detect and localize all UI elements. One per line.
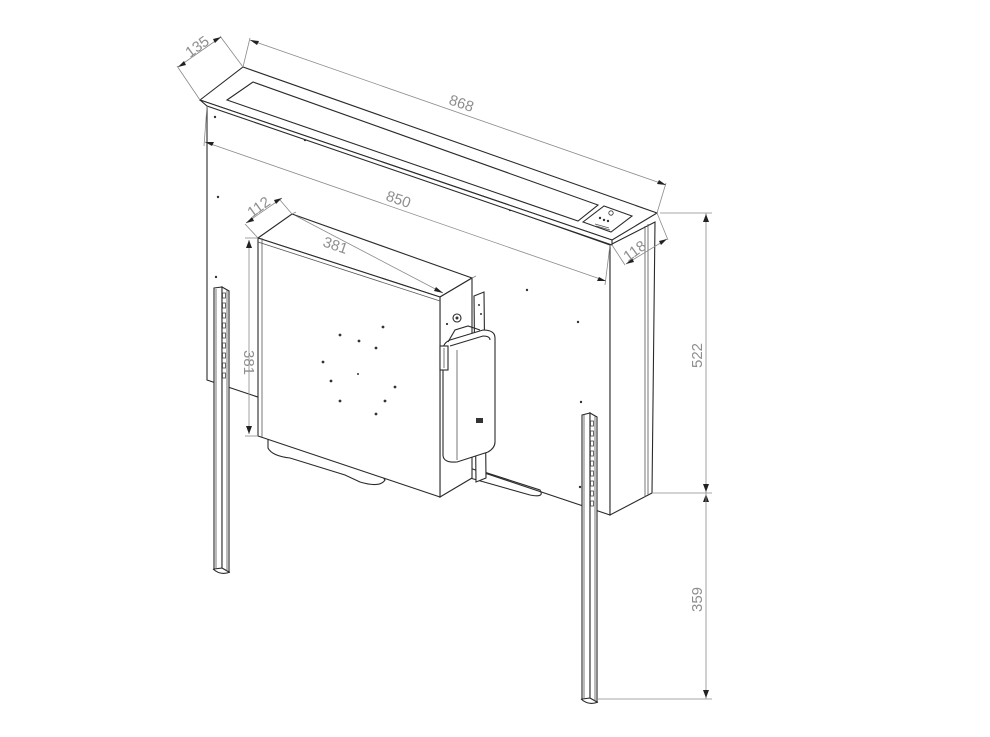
dim-rail-extension: 359 <box>598 493 712 700</box>
top-panel <box>198 66 659 246</box>
dimensions: 135 868 850 112 <box>176 33 712 700</box>
svg-text:522: 522 <box>689 343 706 368</box>
svg-text:868: 868 <box>447 92 476 116</box>
svg-text:381: 381 <box>240 350 257 375</box>
left-rail <box>212 286 231 575</box>
left-rail-slots <box>222 292 226 379</box>
power-button-icon <box>608 210 614 216</box>
dim-body-height: 522 <box>652 212 712 502</box>
mounting-hole-pattern <box>321 325 397 416</box>
controller-box <box>439 291 496 483</box>
control-panel <box>581 205 634 233</box>
right-rail-slots <box>590 420 594 507</box>
dim-box-height: 381 <box>240 237 258 437</box>
svg-text:135: 135 <box>182 33 212 61</box>
right-rail <box>580 412 599 705</box>
svg-text:359: 359 <box>689 587 706 612</box>
label-plate <box>476 418 483 423</box>
